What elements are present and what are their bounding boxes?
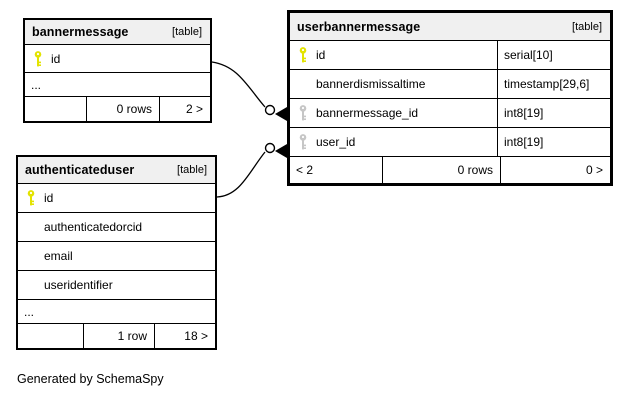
table-name[interactable]: userbannermessage xyxy=(297,19,421,34)
page-forward-link[interactable]: 0 > xyxy=(500,157,610,183)
column-name: authenticatedorcid xyxy=(44,220,143,234)
table-type-tag: [table] xyxy=(172,26,202,38)
column-row-bannerdismissaltime: bannerdismissaltime timestamp[29,6] xyxy=(290,70,610,99)
table-name[interactable]: authenticateduser xyxy=(25,163,135,177)
primary-key-icon xyxy=(299,47,307,63)
column-row-email: email xyxy=(18,242,215,271)
columns-ellipsis-row: ... xyxy=(25,73,210,97)
table-type-tag: [table] xyxy=(177,164,207,176)
table-header[interactable]: userbannermessage [table] xyxy=(290,13,610,41)
primary-key-icon xyxy=(27,190,35,206)
column-row-id: id xyxy=(18,184,215,213)
foreign-key-icon xyxy=(299,134,307,150)
table-header[interactable]: bannermessage [table] xyxy=(25,20,210,45)
column-row-bannermessage-id: bannermessage_id int8[19] xyxy=(290,99,610,128)
relationship-authenticateduser-to-userbannermessage xyxy=(216,142,287,198)
column-type: timestamp[29,6] xyxy=(497,70,610,98)
column-name: id xyxy=(316,48,326,62)
column-name: useridentifier xyxy=(44,278,113,292)
column-row-id: id serial[10] xyxy=(290,41,610,70)
page-forward-link[interactable]: 18 > xyxy=(154,324,215,348)
table-footer: 0 rows 2 > xyxy=(25,97,210,121)
table-footer: 1 row 18 > xyxy=(18,324,215,348)
column-row-authenticatedorcid: authenticatedorcid xyxy=(18,213,215,242)
ellipsis-label: ... xyxy=(31,77,42,92)
column-type: serial[10] xyxy=(497,41,610,69)
column-row-user-id: user_id int8[19] xyxy=(290,128,610,157)
column-type: int8[19] xyxy=(497,99,610,127)
page-back-cell xyxy=(18,324,83,348)
row-count: 0 rows xyxy=(382,157,500,183)
row-count: 1 row xyxy=(83,324,154,348)
column-row-id: id xyxy=(25,45,210,73)
page-forward-link[interactable]: 2 > xyxy=(159,97,210,121)
column-name: bannerdismissaltime xyxy=(316,77,426,91)
columns-ellipsis-row: ... xyxy=(18,300,215,324)
table-type-tag: [table] xyxy=(572,20,602,33)
column-type: int8[19] xyxy=(497,128,610,156)
page-back-link[interactable]: < 2 xyxy=(296,163,314,177)
table-header[interactable]: authenticateduser [table] xyxy=(18,157,215,184)
row-count: 0 rows xyxy=(86,97,159,121)
column-name: bannermessage_id xyxy=(316,106,419,120)
column-name: id xyxy=(44,191,54,205)
column-name: user_id xyxy=(316,135,356,149)
page-back-cell xyxy=(25,97,86,121)
table-bannermessage: bannermessage [table] id ... 0 rows 2 > xyxy=(23,18,212,123)
generated-by-note: Generated by SchemaSpy xyxy=(17,372,164,386)
column-name: id xyxy=(51,51,61,66)
column-name: email xyxy=(44,249,73,263)
column-row-useridentifier: useridentifier xyxy=(18,271,215,300)
primary-key-icon xyxy=(34,50,42,67)
table-authenticateduser: authenticateduser [table] id authenticat… xyxy=(16,155,217,350)
table-userbannermessage: userbannermessage [table] id serial[10] … xyxy=(287,10,613,186)
table-footer: < 2 0 rows 0 > xyxy=(290,157,610,183)
foreign-key-icon xyxy=(299,105,307,121)
ellipsis-label: ... xyxy=(24,304,35,319)
table-name[interactable]: bannermessage xyxy=(32,25,129,39)
relationship-bannermessage-to-userbannermessage xyxy=(211,61,287,121)
